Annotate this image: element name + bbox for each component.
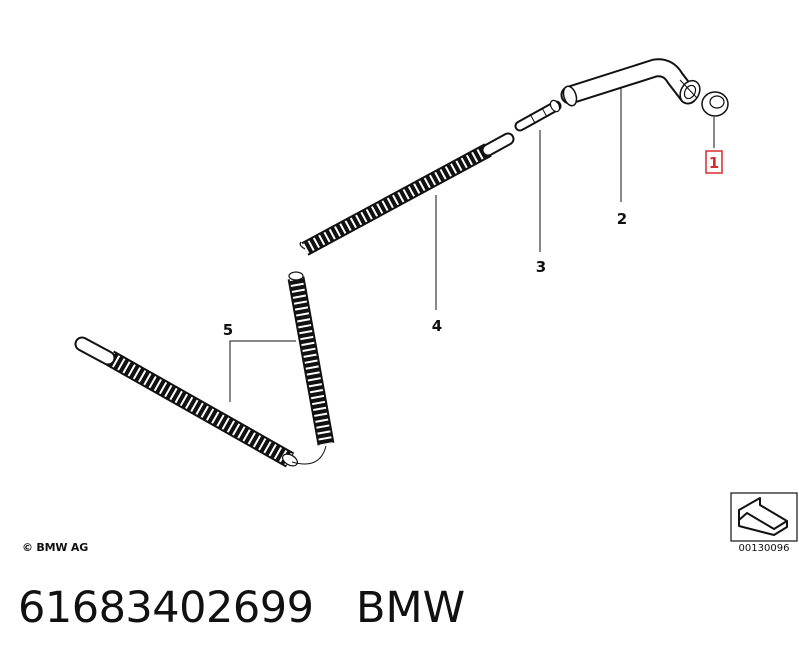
part-1-cap[interactable] [701, 91, 729, 117]
part-number: 61683402699 [18, 583, 314, 633]
part-3-connector[interactable] [514, 99, 562, 132]
leader-lines [229, 87, 715, 402]
part-2-hose[interactable] [560, 58, 704, 108]
callout-1-box [705, 150, 723, 174]
arrow-box-icon [730, 492, 798, 542]
callout-5[interactable]: 5 [223, 321, 233, 339]
diagram-ref-number: 00130096 [738, 543, 790, 554]
callout-4[interactable]: 4 [432, 317, 442, 335]
callout-2[interactable]: 2 [617, 210, 627, 228]
part-5-corrugated-hose[interactable] [74, 271, 335, 468]
brand-name: BMW [356, 583, 466, 633]
copyright-text: © BMW AG [22, 541, 89, 554]
callout-3[interactable]: 3 [536, 258, 546, 276]
callout-1[interactable]: 1 [709, 154, 719, 172]
part-4-corrugated-hose[interactable] [299, 132, 515, 256]
parts-diagram: 1 2 3 4 5 [74, 58, 798, 542]
